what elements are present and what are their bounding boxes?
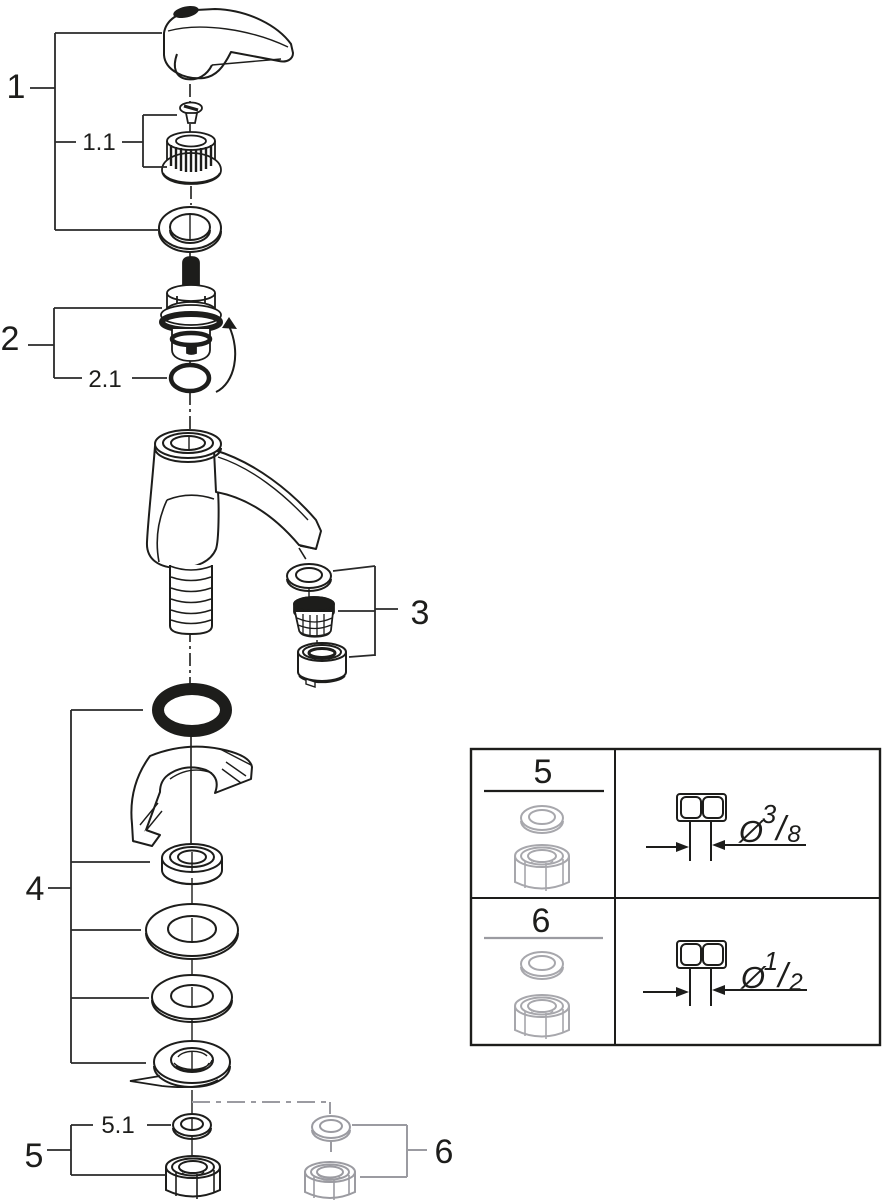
threaded-shank xyxy=(169,565,213,636)
dim6-denominator: 2 xyxy=(788,969,802,996)
callout-2: 2 xyxy=(1,320,20,358)
callout-3: 3 xyxy=(411,594,430,632)
coupling-nut-5 xyxy=(165,1155,221,1199)
dim-arrow-left xyxy=(712,840,725,850)
aerator-insert xyxy=(293,596,335,638)
mounting-bracket-horseshoe xyxy=(130,745,253,847)
spec-table: 5 xyxy=(469,747,882,1047)
leader-lines-part2 xyxy=(28,307,167,379)
o-ring-2-1 xyxy=(168,362,212,394)
center-axis-lines xyxy=(189,84,308,687)
callout-1: 1 xyxy=(7,68,26,106)
callout-5: 5 xyxy=(25,1137,44,1175)
spec-row-6-part-no: 6 xyxy=(532,902,551,940)
handle-button xyxy=(173,5,199,19)
rotation-arrow xyxy=(215,317,237,393)
spec-row-5: 5 xyxy=(484,753,806,891)
spec-row-6-nut-icon xyxy=(514,994,570,1039)
dim5-denominator: 8 xyxy=(787,821,801,848)
spec-row-5-nut-icon xyxy=(514,844,570,891)
dim6-slash: / xyxy=(776,957,791,995)
callout-2-1: 2.1 xyxy=(88,366,121,393)
mounting-nut xyxy=(129,1040,231,1089)
spec-row-6: 6 xyxy=(484,902,807,1039)
dim-arrow-right-2 xyxy=(676,987,689,997)
spec-row-6-washer-icon xyxy=(520,951,564,980)
valve-cartridge xyxy=(159,256,223,362)
aerator-washer xyxy=(286,563,332,592)
dim5-symbol: Ø xyxy=(738,814,765,849)
callout-5-1: 5.1 xyxy=(101,1112,134,1139)
washer-6 xyxy=(311,1115,351,1142)
dim-arrow-left-2 xyxy=(712,985,725,995)
leader-lines-part1 xyxy=(30,32,177,231)
dim6-numerator: 1 xyxy=(764,946,778,976)
callout-1-1: 1.1 xyxy=(82,129,115,156)
dim5-numerator: 3 xyxy=(762,799,777,829)
spec-row-5-part-no: 5 xyxy=(534,753,553,791)
spec-row-5-dimension-drawing xyxy=(646,793,806,861)
shank-threads xyxy=(170,576,212,625)
leader-lines-part6 xyxy=(352,1124,427,1178)
aerator-shell xyxy=(297,642,347,688)
dim6-symbol: Ø xyxy=(740,960,767,995)
dim-arrow-right xyxy=(676,842,689,852)
body-o-ring xyxy=(152,683,232,737)
callout-6: 6 xyxy=(435,1133,454,1171)
leader-lines-part5 xyxy=(47,1124,171,1176)
handle-lever xyxy=(163,5,294,81)
handle-screw xyxy=(179,101,203,124)
spec-row-5-washer-icon xyxy=(520,805,564,834)
spec-row-5-dimension-text: Ø 3 / 8 xyxy=(738,799,801,849)
adapter-splines xyxy=(169,145,213,172)
callout-4: 4 xyxy=(26,870,45,908)
spec-row-6-dimension-text: Ø 1 / 2 xyxy=(740,946,803,996)
leader-lines-part4 xyxy=(48,709,150,1064)
transfer-line-part6 xyxy=(192,1101,332,1152)
spec-row-6-dimension-drawing xyxy=(643,940,807,1006)
cartridge-adapter xyxy=(161,131,222,185)
dim5-slash: / xyxy=(774,810,789,848)
coupling-nut-6 xyxy=(304,1161,356,1200)
leader-lines-part3 xyxy=(332,565,398,658)
faucet-body xyxy=(145,429,322,569)
